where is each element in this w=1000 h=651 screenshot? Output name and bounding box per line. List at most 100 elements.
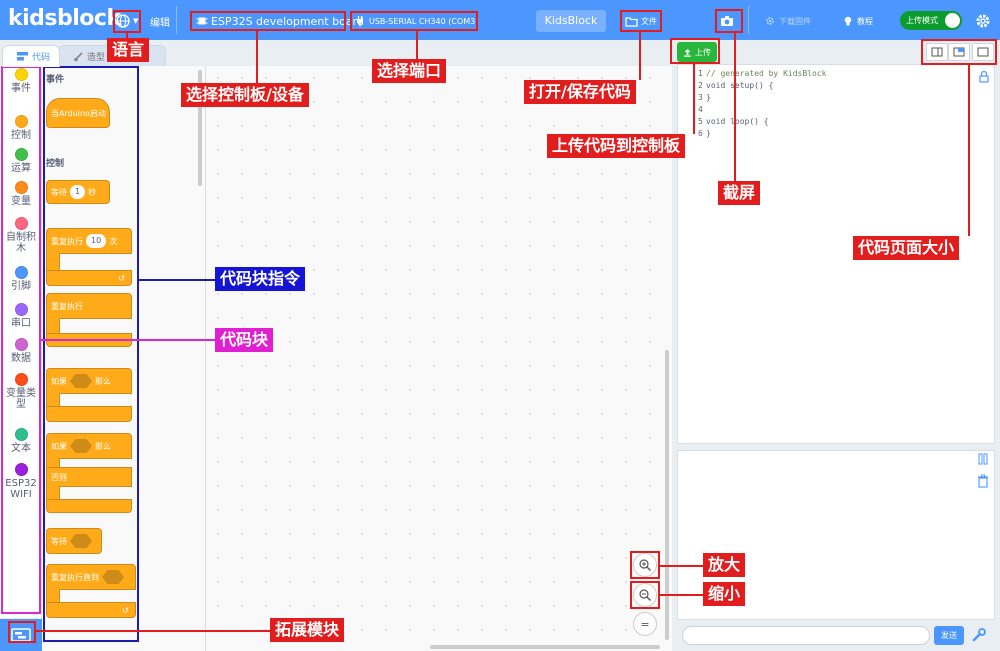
- category-item[interactable]: 串口: [0, 303, 42, 329]
- annotation-box-board: [190, 11, 346, 31]
- serial-input-field[interactable]: [682, 626, 930, 645]
- settings-button[interactable]: [975, 11, 991, 31]
- annotation-select-port: 选择端口: [372, 59, 447, 83]
- code-size-large-button[interactable]: [972, 43, 994, 61]
- category-color-dot: [14, 338, 28, 351]
- zoom-in-button[interactable]: [633, 553, 657, 577]
- category-label: ESP32 WIFI: [5, 478, 37, 500]
- clear-button[interactable]: [975, 473, 991, 489]
- block-wait-unit: 秒: [88, 187, 97, 197]
- tutorial-label: 教程: [857, 16, 873, 26]
- block-wait-until-label: 等待: [51, 536, 67, 546]
- pause-button[interactable]: [975, 452, 991, 466]
- block-when-arduino-starts[interactable]: 当Arduino启动: [46, 98, 110, 128]
- annotation-box-upload: [670, 38, 720, 64]
- condition-slot[interactable]: [70, 374, 92, 388]
- zoom-out-button[interactable]: [633, 583, 657, 607]
- category-item[interactable]: 事件: [0, 68, 42, 94]
- annotation-box-screenshot: [715, 9, 743, 33]
- annotation-line: [126, 33, 128, 41]
- workspace-horizontal-scrollbar[interactable]: [430, 645, 660, 649]
- category-item[interactable]: ESP32 WIFI: [0, 463, 42, 500]
- category-label: 运算: [11, 163, 31, 174]
- tab-costume-label: 造型: [87, 53, 106, 63]
- block-if-then[interactable]: 如果 那么: [46, 368, 132, 394]
- category-item[interactable]: 文本: [0, 428, 42, 454]
- category-item[interactable]: 自制积木: [0, 217, 42, 254]
- category-label: 事件: [11, 83, 31, 94]
- wait-seconds-input[interactable]: 1: [70, 185, 86, 199]
- category-item[interactable]: 变量类型: [0, 373, 42, 410]
- line-number: 3: [698, 93, 703, 102]
- workspace-vertical-scrollbar[interactable]: [665, 350, 669, 640]
- language-menu[interactable]: ▼: [116, 11, 138, 31]
- block-if-then-else[interactable]: 如果 那么: [46, 433, 132, 459]
- block-else-section: 否则: [46, 467, 132, 487]
- condition-slot[interactable]: [102, 570, 124, 584]
- lock-button[interactable]: [975, 68, 993, 86]
- trash-icon: [978, 474, 988, 488]
- code-size-small-button[interactable]: [926, 43, 948, 61]
- block-if-else-end: [46, 499, 132, 513]
- annotation-line: [416, 31, 418, 59]
- file-menu[interactable]: 文件: [625, 11, 657, 31]
- category-item[interactable]: 数据: [0, 338, 42, 364]
- code-text: void loop() {: [706, 117, 769, 126]
- screenshot-button[interactable]: [720, 11, 734, 31]
- port-selector[interactable]: USB-SERIAL CH340 (COM3): [354, 11, 478, 31]
- chip-icon: [196, 17, 208, 25]
- block-wait-seconds[interactable]: 等待 1 秒: [46, 180, 110, 204]
- category-item[interactable]: 引脚: [0, 266, 42, 292]
- repeat-count-input[interactable]: 10: [86, 234, 107, 248]
- loop-arrow-icon: ↺: [118, 273, 125, 283]
- project-title-field[interactable]: KidsBlock: [536, 10, 606, 32]
- category-label: 串口: [11, 318, 31, 329]
- file-menu-label: 文件: [641, 16, 657, 26]
- block-repeat-times[interactable]: 重复执行 10 次: [46, 228, 132, 254]
- edit-menu[interactable]: 编辑: [150, 17, 170, 29]
- block-c-arm: [46, 486, 60, 500]
- annotation-zoom-in: 放大: [703, 553, 746, 577]
- annotation-open-save: 打开/保存代码: [524, 80, 636, 104]
- category-item[interactable]: 控制: [0, 115, 42, 141]
- code-text: }: [706, 93, 711, 102]
- annotation-box-port: [350, 11, 478, 31]
- tutorial-button[interactable]: 教程: [842, 11, 873, 31]
- port-name: USB-SERIAL CH340 (COM3): [369, 16, 479, 26]
- code-size-medium-button[interactable]: [948, 43, 970, 61]
- block-wait-until[interactable]: 等待: [46, 528, 102, 554]
- serial-settings-button[interactable]: [970, 626, 988, 644]
- category-item[interactable]: 变量: [0, 181, 42, 207]
- block-forever[interactable]: 重复执行: [46, 293, 132, 319]
- annotation-box-file: [620, 10, 662, 32]
- menu-bar: [0, 0, 1000, 40]
- block-repeat-until[interactable]: 重复执行直到: [46, 564, 136, 590]
- upload-button[interactable]: 上传: [677, 42, 717, 62]
- category-item[interactable]: 运算: [0, 148, 42, 174]
- upload-mode-toggle[interactable]: 上传模式: [900, 11, 962, 30]
- tab-code[interactable]: 代码: [2, 45, 60, 67]
- download-firmware-button[interactable]: 下载固件: [764, 11, 811, 31]
- category-label: 数据: [11, 353, 31, 364]
- category-label: 变量类型: [6, 388, 36, 410]
- code-text: // generated by KidsBlock: [706, 69, 827, 78]
- annotation-line: [660, 565, 703, 567]
- annotation-box-code-size: [921, 39, 997, 65]
- camera-icon: [721, 16, 733, 26]
- block-c-arm: [46, 318, 60, 334]
- board-selector[interactable]: ESP32S development board: [196, 11, 364, 31]
- block-when-arduino-starts-label: 当Arduino启动: [51, 108, 106, 118]
- code-blocks-icon: [17, 52, 28, 61]
- condition-slot[interactable]: [70, 534, 92, 548]
- block-c-arm: [46, 589, 60, 603]
- app-logo: kidsblock: [8, 6, 121, 31]
- palette-scrollbar[interactable]: [198, 70, 202, 186]
- category-color-dot: [14, 373, 28, 386]
- line-number: 6: [698, 129, 703, 138]
- zoom-reset-button[interactable]: =: [633, 612, 657, 636]
- code-workspace[interactable]: [206, 66, 672, 651]
- condition-slot[interactable]: [70, 439, 92, 453]
- send-button[interactable]: 发送: [934, 626, 964, 645]
- chevron-down-icon: ▼: [133, 17, 139, 25]
